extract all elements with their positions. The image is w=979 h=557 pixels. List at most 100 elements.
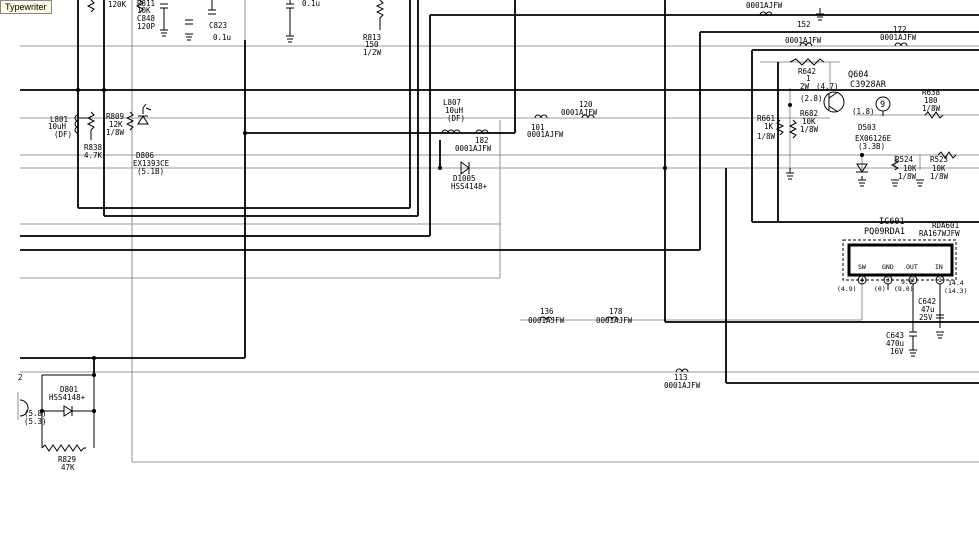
pin-out-label: OUT — [906, 263, 918, 271]
top-jumper-code-label: 0001AJFW — [746, 1, 783, 10]
l807-name-label: L807 — [443, 98, 461, 107]
top-right-jumpers: 0001AJFW 152 0001AJFW 172 0001AJFW — [746, 1, 917, 47]
r809-name-label: R809 — [106, 112, 124, 121]
c642-name-label: C642 — [918, 297, 936, 306]
r642-voltage1-label: (4.7) — [816, 82, 839, 91]
r809-value-label: 12K — [109, 120, 123, 129]
r661-value-label: 1K — [764, 122, 774, 131]
lower-jumpers: 136 0001AJFW 178 0001AJFW 113 0001AJFW — [528, 307, 701, 390]
l801-name-label: L801 — [50, 115, 68, 124]
r813-name-label: R813 — [363, 33, 381, 42]
middle-components: L807 10uH (DF) 182 0001AJFW 101 0001AJFW… — [441, 98, 598, 191]
r809-watt-label: 1/8W — [106, 128, 125, 137]
jumper-101-label: 101 — [531, 123, 545, 132]
d801-section: D801 HSS4148+ R829 47K (5.8) (5.3) 2 — [18, 373, 95, 472]
r829-name-label: R829 — [58, 455, 76, 464]
jumper-182-label: 182 — [475, 136, 489, 145]
r811-name-label: R811 — [137, 0, 155, 8]
c643-voltage-label: 16V — [890, 347, 904, 356]
d801-name-label: D801 — [60, 385, 78, 394]
r638-watt-label: 1/8W — [922, 104, 941, 113]
jumper-101-code-label: 0001AJFW — [527, 130, 564, 139]
r638-value-label: 180 — [924, 96, 938, 105]
pin-1-voltage-label: 14.4 — [948, 279, 964, 287]
r838-value-label: 4.7K — [84, 151, 103, 160]
left-components: L801 10uH (DF) R838 4.7K R809 12K 1/8W D… — [48, 103, 170, 176]
d503-part-label: EX06126E — [855, 134, 892, 143]
q604-section: R642 1 2W (4.7) (2.8) Q604 C3928AR (1.8)… — [757, 58, 957, 187]
r682-value-label: 10K — [802, 117, 816, 126]
jumper-152-label: 152 — [797, 20, 811, 29]
r682-name-label: R682 — [800, 109, 818, 118]
jumper-178-code-label: 0001AJFW — [596, 316, 633, 325]
r642-name-label: R642 — [798, 67, 816, 76]
rda601-name-label: RDA601 — [932, 221, 959, 230]
ic601-name-label: IC601 — [879, 217, 905, 227]
r523-watt-label: 1/8W — [930, 172, 949, 181]
d806-voltage-label: (5.1B) — [137, 167, 164, 176]
d503-name-label: D503 — [858, 123, 876, 132]
left-voltage-label: (5.8) — [24, 409, 47, 418]
pin-4-number: 4 — [860, 276, 864, 284]
r829-value-label: 47K — [61, 463, 75, 472]
jumper-113-label: 113 — [674, 373, 688, 382]
r642-voltage2-label: (2.8) — [800, 94, 823, 103]
l807-value-label: 10uH — [445, 106, 464, 115]
c643-value-label: 470u — [886, 339, 904, 348]
jumper-120-label: 120 — [579, 100, 593, 109]
ic601-regulator: IC601 PQ09RDA1 RDA601 RA167WJFW SW GND O… — [837, 217, 967, 357]
pin-2-voltage-label: (9.0) — [894, 285, 914, 293]
pin-in-label: IN — [935, 263, 943, 271]
pin-3-voltage-label: (0) — [874, 285, 886, 293]
r523-name-label: R523 — [930, 155, 948, 164]
r638-name-label: R638 — [922, 88, 941, 97]
r811-value-label: 120K — [108, 0, 127, 9]
r811-resistance-label: 10K — [137, 6, 151, 15]
jumper-113-code-label: 0001AJFW — [664, 381, 701, 390]
l807-type-label: (DF) — [447, 114, 465, 123]
pin-2-number: 2 — [911, 276, 915, 284]
r661-watt-label: 1/8W — [757, 132, 776, 141]
thin-wires — [17, 0, 979, 463]
r642-one-label: 1 — [806, 74, 811, 83]
c848-name-label: C848 — [137, 14, 156, 23]
ic601-part-label: PQ09RDA1 — [864, 227, 905, 237]
rda601-part-label: RA167WJFW — [919, 229, 960, 238]
jumper-136-label: 136 — [540, 307, 554, 316]
q604-part-label: C3928AR — [850, 80, 887, 90]
pin-gnd-label: GND — [882, 263, 894, 271]
pin-3-number: 3 — [886, 276, 890, 284]
c823-value-label: 0.1u — [213, 33, 231, 42]
r813-value-label: 150 — [365, 40, 379, 49]
cap-top-value-label: 0.1u — [302, 0, 320, 8]
jumper-120-code-label: 0001AJFW — [561, 108, 598, 117]
jumper-172-code-label: 0001AJFW — [880, 33, 917, 42]
jumper-136-code-label: 0001AJFW — [528, 316, 565, 325]
d806-name-label: D806 — [136, 151, 155, 160]
pin-2-voltage2-label: 9.0 — [901, 278, 913, 286]
q604-name-label: Q604 — [848, 70, 868, 80]
jumper-152-code-label: 0001AJFW — [785, 36, 822, 45]
d1005-part-label: HSS4148+ — [451, 182, 488, 191]
r642-watt-label: 2W — [800, 82, 810, 91]
c848-value-label: 120P — [137, 22, 156, 31]
pin-sw-label: SW — [858, 263, 866, 271]
r682-watt-label: 1/8W — [800, 125, 819, 134]
c642-value-label: 47u — [921, 305, 935, 314]
r838-name-label: R838 — [84, 143, 103, 152]
q604-voltage-label: (1.8) — [852, 107, 875, 116]
c823-name-label: C823 — [209, 21, 227, 30]
typewriter-tool-badge[interactable]: Typewriter — [0, 0, 52, 14]
r523-value-label: 10K — [932, 164, 946, 173]
thick-wires — [20, 0, 979, 384]
l801-value-label: 10uH — [48, 122, 67, 131]
pin-1-number: 1 — [938, 276, 942, 284]
left-edge-label: 2 — [18, 373, 23, 382]
top-left-components: 120K R811 10K C848 120P C823 0.1u 0.1u R… — [86, 0, 824, 57]
r813-watt-label: 1/2W — [363, 48, 382, 57]
left-voltage2-label: (5.3) — [24, 417, 47, 426]
d801-part-label: HSS4148+ — [49, 393, 86, 402]
l801-type-label: (DF) — [54, 130, 72, 139]
r524-watt-label: 1/8W — [898, 172, 917, 181]
